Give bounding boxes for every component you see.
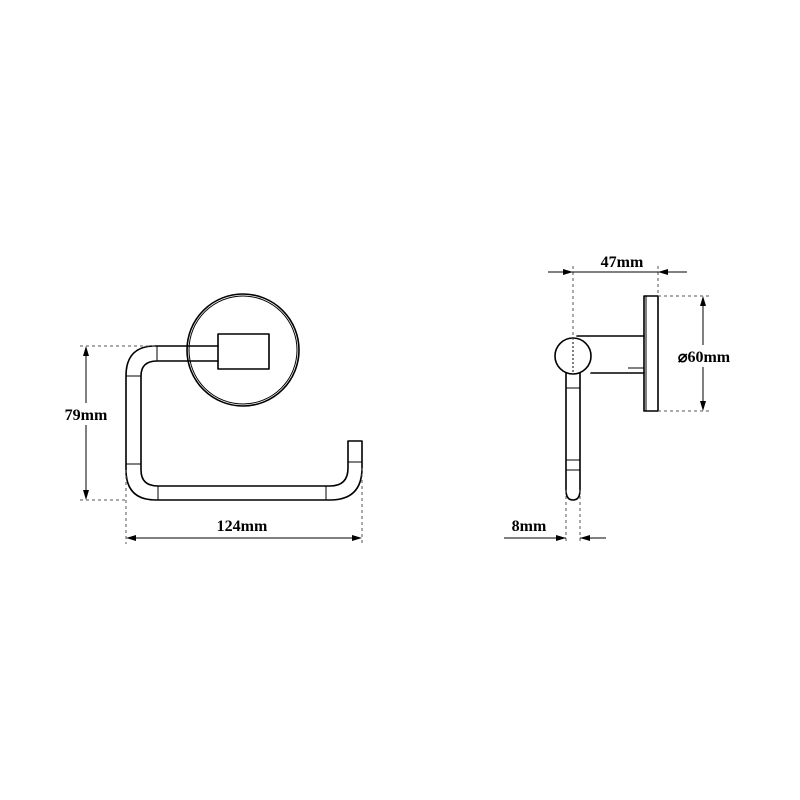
bar-label: 8mm — [512, 518, 547, 535]
depth-label: 47mm — [601, 254, 644, 271]
side-view: 47mm ⌀60mm 8mm — [504, 254, 744, 544]
front-view: 79mm 124mm — [58, 293, 363, 544]
height-label: 79mm — [65, 407, 108, 424]
front-rosette — [186, 293, 300, 407]
width-dimension — [125, 468, 363, 544]
front-bar-outer — [125, 345, 363, 501]
depth-dimension — [548, 266, 687, 340]
diameter-dimension — [658, 295, 744, 412]
front-mount-block — [217, 333, 270, 370]
side-bar — [565, 372, 581, 501]
diameter-label: ⌀60mm — [678, 349, 731, 366]
front-rosette-inner — [188, 295, 298, 405]
side-arm — [576, 335, 645, 374]
width-label: 124mm — [217, 518, 268, 535]
side-rosette — [643, 295, 659, 412]
height-dimension — [58, 345, 155, 501]
bar-dimension — [504, 490, 606, 544]
